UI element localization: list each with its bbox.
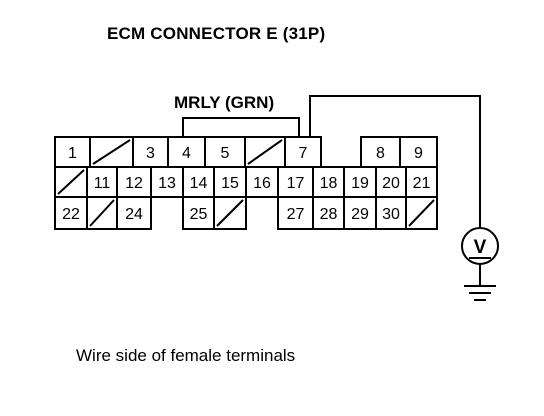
mrly-bracket — [182, 117, 300, 137]
ground-icon — [464, 285, 496, 301]
terminal-number: 14 — [190, 175, 208, 192]
terminal-number: 18 — [320, 175, 338, 192]
terminal-number: 3 — [146, 145, 155, 162]
diagram-caption: Wire side of female terminals — [76, 346, 296, 365]
terminal-cavity-9 — [399, 136, 438, 168]
terminal-number: 9 — [414, 145, 423, 162]
terminal-cavity-24 — [116, 196, 152, 230]
terminal-number: 13 — [158, 175, 176, 192]
terminal-number: 27 — [287, 206, 305, 223]
terminal-cavity-13 — [150, 166, 184, 198]
terminal-cavity-20 — [375, 166, 407, 198]
terminal-number: 4 — [182, 145, 191, 162]
terminal-number: 29 — [351, 206, 369, 223]
unused-terminal-slash — [89, 199, 115, 227]
terminal-number: 22 — [62, 206, 80, 223]
terminal-number: 5 — [221, 145, 230, 162]
terminal-number: 8 — [376, 145, 385, 162]
terminal-cavity-3 — [132, 136, 169, 168]
terminal-number: 17 — [287, 175, 305, 192]
terminal-number: 24 — [125, 206, 143, 223]
test-lead — [309, 95, 481, 228]
terminal-cavity-28 — [312, 196, 345, 230]
terminal-number: 1 — [68, 145, 77, 162]
terminal-cavity-5 — [204, 136, 246, 168]
terminal-number: 28 — [320, 206, 338, 223]
unused-terminal-slash — [408, 199, 435, 227]
terminal-number: 21 — [413, 175, 431, 192]
terminal-number: 25 — [190, 206, 208, 223]
terminal-number: 12 — [125, 175, 143, 192]
terminal-cavity-25 — [182, 196, 215, 230]
terminal-number: 11 — [94, 175, 111, 192]
terminal-number: 20 — [382, 175, 400, 192]
unused-terminal-slash — [247, 139, 283, 165]
voltmeter-symbol: V — [474, 237, 487, 258]
unused-terminal-slash — [92, 139, 131, 165]
terminal-number: 30 — [382, 206, 400, 223]
wire-label: MRLY (GRN) — [174, 93, 275, 112]
terminal-number: 7 — [299, 145, 308, 162]
terminal-cavity-8 — [360, 136, 401, 168]
connector-title: ECM CONNECTOR E (31P) — [107, 24, 326, 43]
unused-terminal-slash — [216, 199, 244, 227]
terminal-cavity-18 — [312, 166, 345, 198]
unused-terminal-slash — [57, 169, 85, 195]
voltmeter: V — [461, 227, 499, 265]
terminal-number: 15 — [221, 175, 239, 192]
terminal-number: 16 — [253, 175, 271, 192]
terminal-cavity-17 — [277, 166, 314, 198]
terminal-cavity-27 — [277, 196, 314, 230]
terminal-number: 19 — [351, 175, 369, 192]
